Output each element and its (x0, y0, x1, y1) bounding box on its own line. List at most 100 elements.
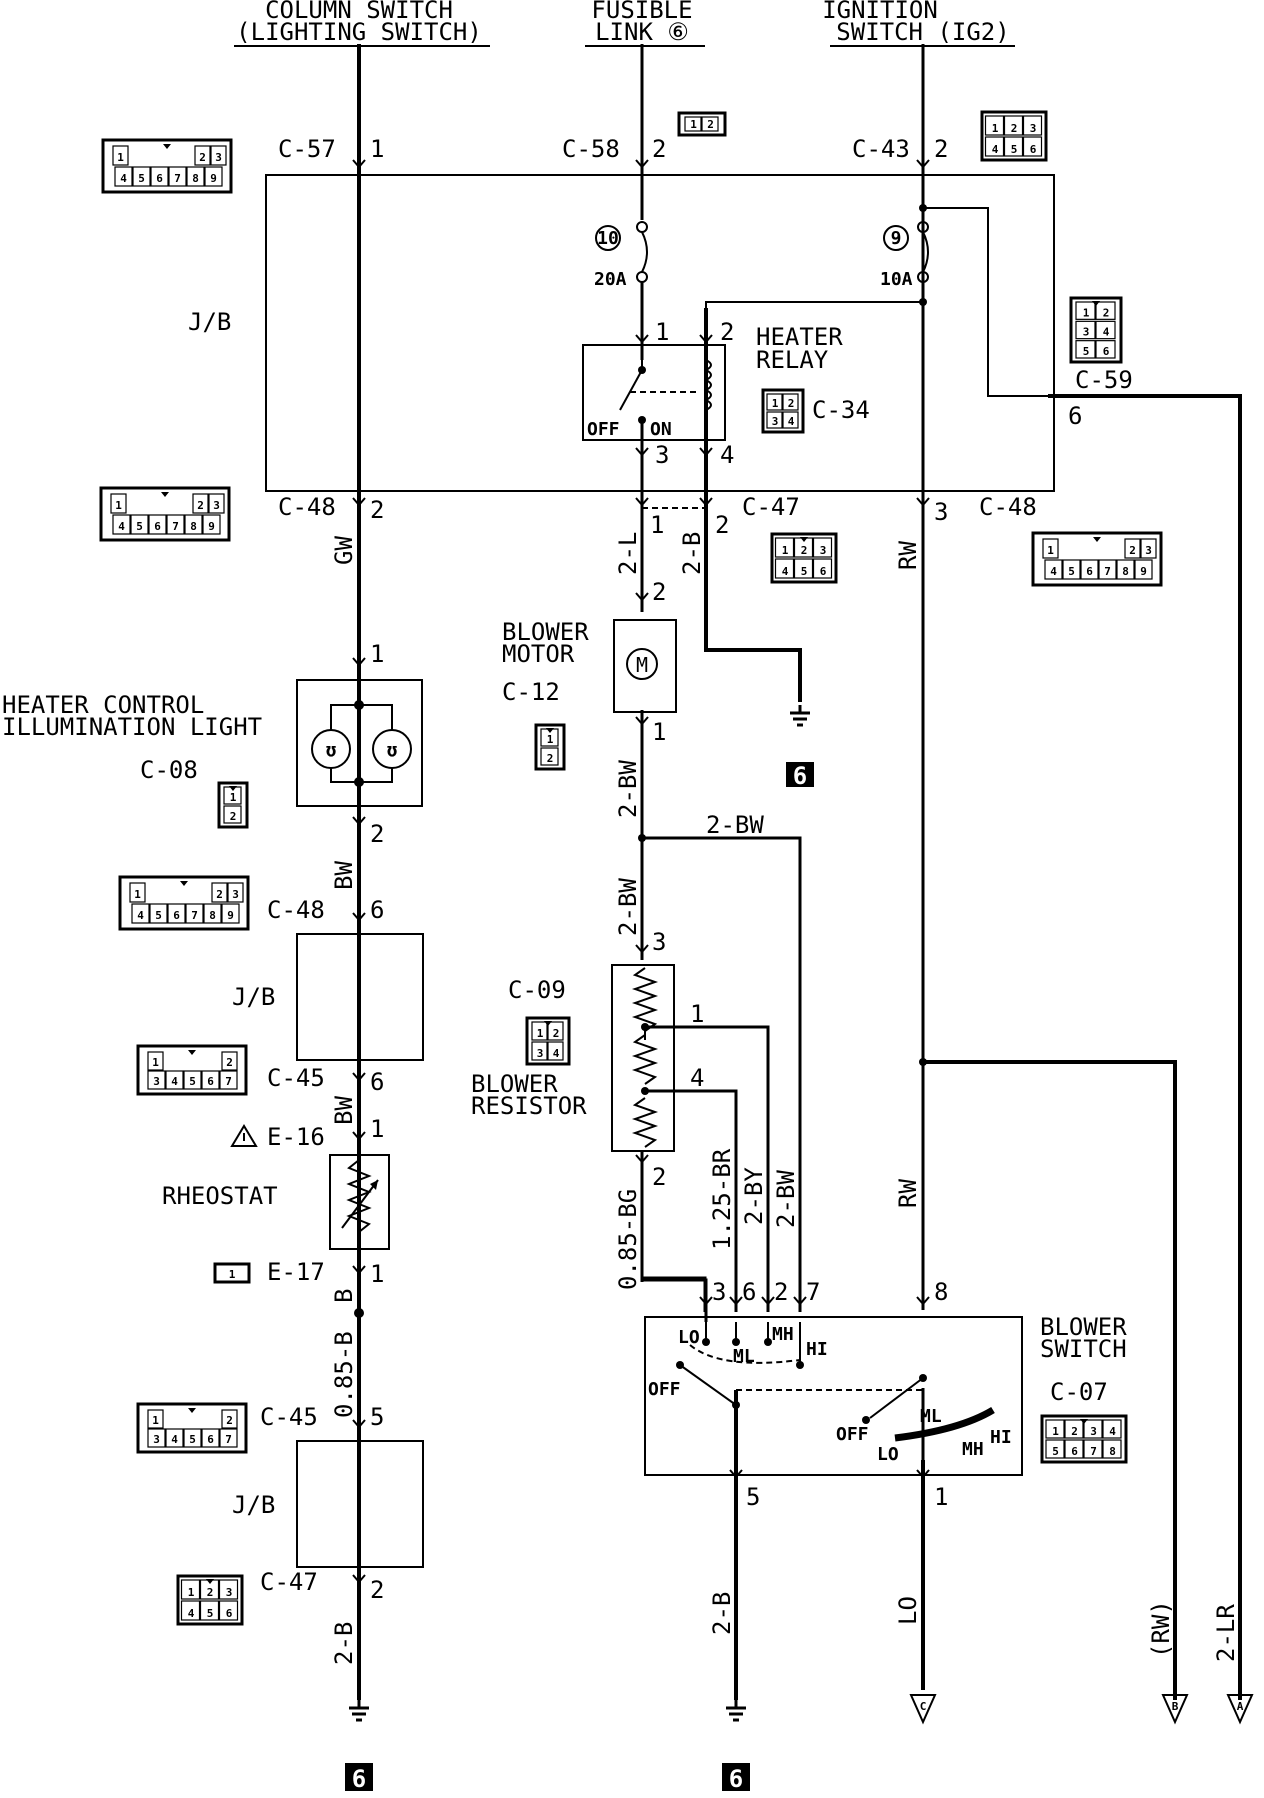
pin-res-4: 4 (690, 1064, 704, 1092)
wire-2bw-2: 2-BW (614, 878, 642, 936)
pin-cell: 2 (1011, 122, 1018, 135)
source-headers: COLUMN SWITCH (LIGHTING SWITCH) FUSIBLE … (234, 0, 1015, 47)
wire-2b-relay: 2-B (678, 532, 706, 575)
switch-pos-off-a: OFF (648, 1379, 681, 1400)
c07-label: C-07 (1050, 1378, 1108, 1406)
svg-text:6: 6 (154, 520, 161, 533)
fuse-9: 9 10A (880, 221, 929, 290)
pin-c59-6: 6 (1068, 402, 1082, 430)
fuse-9-number: 9 (891, 228, 902, 249)
fuse-10: 10 20A (594, 221, 648, 290)
svg-text:1: 1 (134, 888, 141, 901)
pin-res-2: 2 (652, 1163, 666, 1191)
relay-off-label: OFF (587, 419, 620, 440)
wire-rw-paren: (RW) (1147, 1600, 1175, 1658)
switch-pos-mh-a: MH (772, 1324, 794, 1345)
svg-text:1: 1 (115, 499, 122, 512)
pin-cell: 3 (1090, 1425, 1097, 1438)
junction-dots (354, 204, 927, 1318)
svg-text:4: 4 (137, 909, 144, 922)
c47-label-2: C-47 (260, 1568, 318, 1596)
pin-sw-2: 2 (774, 1278, 788, 1306)
svg-text:4: 4 (171, 1433, 178, 1446)
connector-face-c12: 12 (534, 723, 566, 771)
ground-badge-3: 6 (729, 1765, 743, 1793)
column-switch-line1: COLUMN SWITCH (265, 0, 453, 24)
pin-cell: 3 (226, 1586, 233, 1599)
pin-res-3: 3 (652, 928, 666, 956)
c34-label: C-34 (812, 396, 870, 424)
component-labels: J/B J/B J/B HEATER RELAY BLOWER MOTOR HE… (2, 308, 1127, 1519)
c58-label: C-58 (562, 135, 620, 163)
wire-rw-1: RW (894, 541, 922, 570)
pin-cell: 4 (992, 143, 999, 156)
pin-cell: 4 (788, 415, 795, 428)
svg-text:9: 9 (227, 909, 234, 922)
svg-text:7: 7 (191, 909, 198, 922)
svg-text:6: 6 (173, 909, 180, 922)
pin-cell: 6 (1103, 345, 1110, 358)
blower-motor-line2: MOTOR (502, 640, 575, 668)
svg-text:2: 2 (216, 888, 223, 901)
svg-text:8: 8 (1122, 565, 1129, 578)
continuation-c: C (920, 1700, 927, 1713)
svg-text:3: 3 (232, 888, 239, 901)
svg-text:4: 4 (171, 1075, 178, 1088)
wire-b: B (330, 1289, 358, 1303)
svg-text:2: 2 (197, 499, 204, 512)
pin-cell: 2 (207, 1586, 214, 1599)
fusible-link-line1: FUSIBLE (591, 0, 692, 24)
svg-text:4: 4 (118, 520, 125, 533)
fuse-9-rating: 10A (880, 269, 913, 290)
illumination-light-symbol: ʊ ʊ (296, 679, 423, 807)
wire-2bw-1: 2-BW (614, 760, 642, 818)
heater-relay-line1: HEATER (756, 323, 843, 351)
wire-2l: 2-L (614, 532, 642, 575)
fusible-link-line2: LINK ⑥ (595, 18, 689, 46)
c48-label-2: C-48 (979, 493, 1037, 521)
wire-2bw-3: 2-BW (772, 1170, 800, 1228)
svg-text:8: 8 (209, 909, 216, 922)
wire-bw-1: BW (330, 861, 358, 890)
pin-e16-1: 1 (370, 1115, 384, 1143)
svg-text:7: 7 (174, 172, 181, 185)
wire-125br: 1.25-BR (708, 1148, 736, 1250)
jb-label-2: J/B (232, 983, 275, 1011)
pin-c57-1: 1 (370, 135, 384, 163)
svg-text:6: 6 (1086, 565, 1093, 578)
svg-text:5: 5 (155, 909, 162, 922)
column-switch-line2: (LIGHTING SWITCH) (236, 18, 482, 46)
switch-pos-hi-b: HI (990, 1427, 1012, 1448)
svg-text:4: 4 (120, 172, 127, 185)
jb-box-2 (296, 933, 424, 1061)
pin-motor-2: 2 (652, 578, 666, 606)
pin-cell: 1 (188, 1586, 195, 1599)
continuation-b: B (1172, 1700, 1179, 1713)
svg-text:7: 7 (225, 1433, 232, 1446)
pin-cell: 4 (1109, 1425, 1116, 1438)
pin-cell: 1 (992, 122, 999, 135)
jb-box-3 (296, 1440, 424, 1568)
ground-badge-1: 6 (793, 762, 807, 790)
blower-switch-line2: SWITCH (1040, 1335, 1127, 1363)
pin-relay-4: 4 (720, 441, 734, 469)
c43-label: C-43 (852, 135, 910, 163)
c48-label-3: C-48 (267, 896, 325, 924)
pin-cell: 6 (820, 565, 827, 578)
switch-pos-hi-a: HI (806, 1339, 828, 1360)
c08-label: C-08 (140, 756, 198, 784)
pin-numbers: 1 2 2 1 2 3 4 6 2 1 2 3 2 1 1 2 6 6 1 1 … (370, 135, 1082, 1604)
pin-relay-3: 3 (655, 441, 669, 469)
svg-text:7: 7 (225, 1075, 232, 1088)
pin-cell: 3 (537, 1047, 544, 1060)
svg-text:6: 6 (156, 172, 163, 185)
e17-label: E-17 (267, 1258, 325, 1286)
heater-relay-line2: RELAY (756, 346, 829, 374)
blower-resistor-symbol (611, 964, 675, 1152)
pin-c48-2: 2 (370, 496, 384, 524)
c57-label: C-57 (278, 135, 336, 163)
switch-pos-lo-a: LO (678, 1327, 700, 1348)
